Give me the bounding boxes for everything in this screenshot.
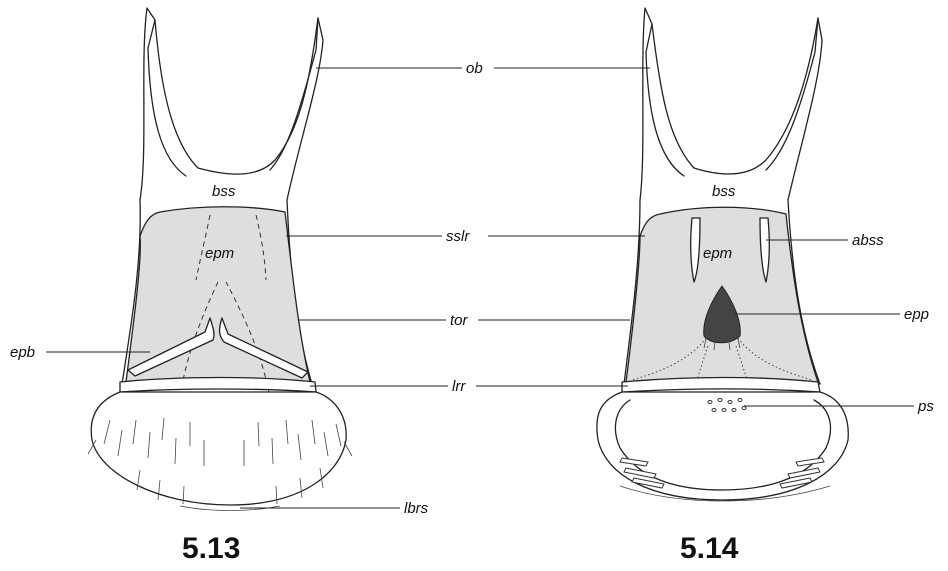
label-lrr: lrr <box>452 378 466 395</box>
label-bss-left: bss <box>212 183 236 200</box>
label-sslr: sslr <box>446 228 470 245</box>
label-bss-right: bss <box>712 183 736 200</box>
figure-number-5-13: 5.13 <box>182 532 240 565</box>
right-lrr-band <box>622 378 820 393</box>
label-tor: tor <box>450 312 469 329</box>
left-epm-region <box>126 207 310 382</box>
label-ps: ps <box>917 398 934 415</box>
label-epb: epb <box>10 344 35 361</box>
label-epm-left: epm <box>205 245 234 262</box>
right-lower-plate <box>597 392 848 500</box>
label-epp: epp <box>904 306 929 323</box>
left-labrum-lobe <box>91 392 346 505</box>
label-ob: ob <box>466 60 483 77</box>
label-abss: abss <box>852 232 884 249</box>
label-lbrs: lbrs <box>404 500 429 517</box>
label-epm-right: epm <box>703 245 732 262</box>
figure-number-5-14: 5.14 <box>680 532 739 565</box>
left-lrr-band <box>120 378 316 393</box>
